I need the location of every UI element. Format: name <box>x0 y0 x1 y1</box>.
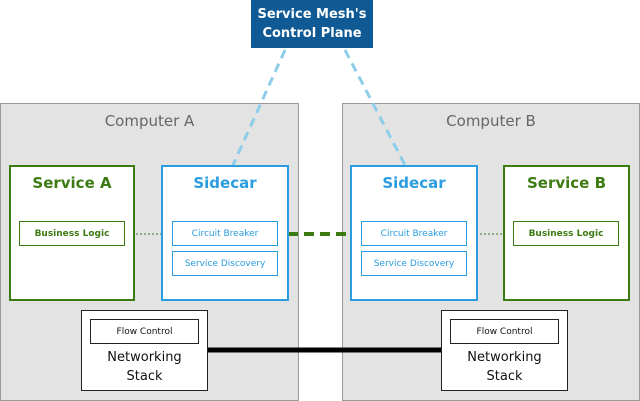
service-a: Service A Business Logic <box>9 165 135 301</box>
service-b: Service B Business Logic <box>503 165 630 301</box>
networking-stack-b: Flow Control Networking Stack <box>441 310 568 391</box>
control-link-a <box>231 49 287 166</box>
sidecar-a-title: Sidecar <box>193 174 257 192</box>
sidecar-b-title: Sidecar <box>382 174 446 192</box>
sidecar-b: Sidecar Circuit Breaker Service Discover… <box>350 165 478 301</box>
control-plane-line2: Control Plane <box>262 26 362 41</box>
circuit-breaker-b: Circuit Breaker <box>361 221 467 246</box>
control-plane-box: Service Mesh's Control Plane <box>251 0 373 48</box>
networking-stack-a: Flow Control Networking Stack <box>81 310 208 391</box>
flow-control-a: Flow Control <box>90 319 199 344</box>
service-a-title: Service A <box>32 174 112 192</box>
service-discovery-a: Service Discovery <box>172 251 278 276</box>
control-link-b <box>343 49 407 166</box>
computer-a-title: Computer A <box>104 112 195 130</box>
service-b-title: Service B <box>526 174 606 192</box>
business-logic-a: Business Logic <box>19 221 125 246</box>
business-logic-b: Business Logic <box>513 221 619 246</box>
computer-b-title: Computer B <box>446 112 536 130</box>
networking-stack-a-line1: Networking <box>107 350 182 365</box>
service-discovery-b: Service Discovery <box>361 251 467 276</box>
networking-stack-b-line2: Stack <box>486 369 523 384</box>
networking-stack-a-label: Networking Stack <box>82 348 207 386</box>
sidecar-a: Sidecar Circuit Breaker Service Discover… <box>161 165 289 301</box>
networking-stack-a-line2: Stack <box>126 369 163 384</box>
networking-stack-b-label: Networking Stack <box>442 348 567 386</box>
circuit-breaker-a: Circuit Breaker <box>172 221 278 246</box>
networking-stack-b-line1: Networking <box>467 350 542 365</box>
control-plane-line1: Service Mesh's <box>257 7 367 22</box>
flow-control-b: Flow Control <box>450 319 559 344</box>
